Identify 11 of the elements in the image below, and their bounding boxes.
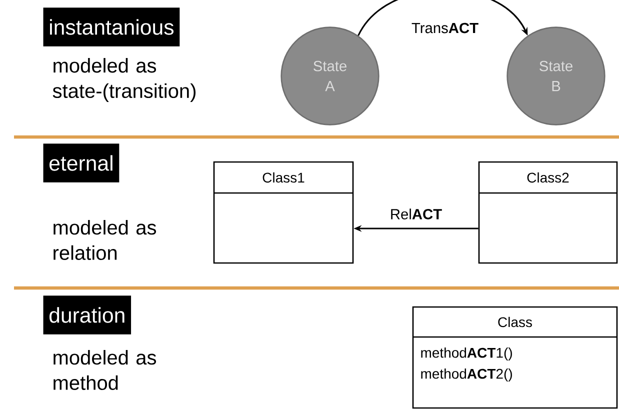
class-box: Class methodACT1() methodACT2() [412, 306, 618, 409]
description-text: modeled as state-(transition) [52, 58, 196, 102]
edge-label: RelACT [388, 207, 444, 221]
class-box: Class1 [213, 161, 354, 264]
heading-band: duration [43, 296, 132, 334]
heading-band: instantanious [43, 8, 180, 46]
class-box: Class2 [478, 161, 618, 264]
edge-label: TransACT [410, 21, 480, 35]
heading-band: eternal [43, 144, 120, 182]
arrow [358, 0, 528, 36]
description-text: modeled as relation [54, 220, 156, 260]
